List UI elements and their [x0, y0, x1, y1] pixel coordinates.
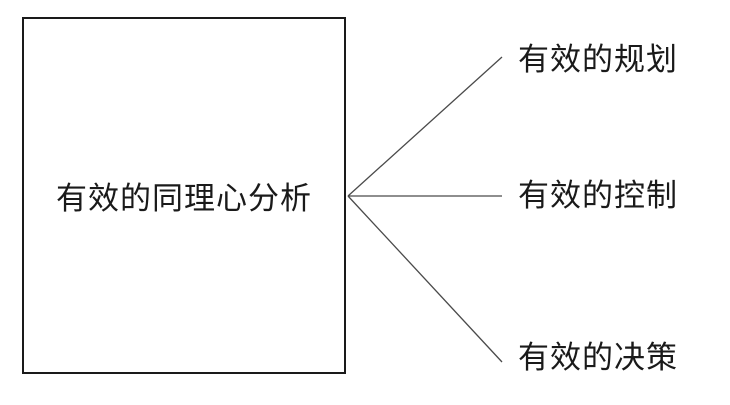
root-node-label: 有效的同理心分析	[56, 181, 312, 217]
branch-label-decision: 有效的决策	[518, 340, 678, 376]
connector-line-2	[347, 195, 503, 363]
branch-label-control: 有效的控制	[518, 178, 678, 214]
branch-label-planning: 有效的规划	[518, 42, 678, 78]
root-node-box: 有效的同理心分析	[22, 17, 346, 374]
connector-line-0	[347, 56, 503, 197]
